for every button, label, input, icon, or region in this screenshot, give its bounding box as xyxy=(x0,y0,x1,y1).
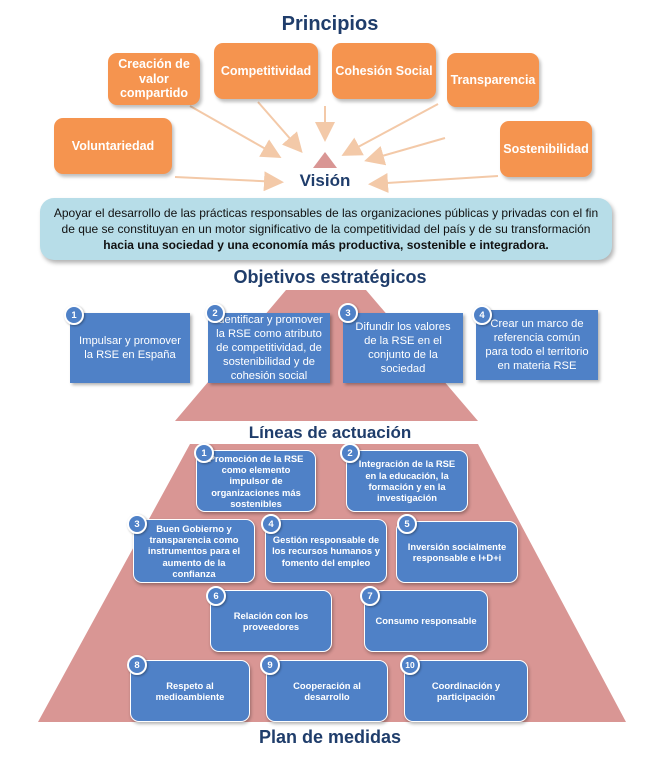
line-3-text: Buen Gobierno y transparencia como instr… xyxy=(147,522,241,579)
line-9-text: Cooperación al desarrollo xyxy=(293,679,361,702)
line-9-number: 9 xyxy=(260,655,280,675)
objective-1-text: Impulsar y promover la RSE en España xyxy=(79,335,181,361)
line-10: Coordinación y participación xyxy=(404,660,528,722)
line-8-text: Respeto al medioambiente xyxy=(155,679,225,702)
objective-3: Difundir los valores de la RSE en el con… xyxy=(343,313,463,383)
heading-plan: Plan de medidas xyxy=(258,727,402,747)
line-3: Buen Gobierno y transparencia como instr… xyxy=(133,519,255,583)
line-1: Promoción de la RSE como elemento impuls… xyxy=(196,450,316,512)
objective-2-text: Identificar y promover la RSE como atrib… xyxy=(215,314,323,382)
principle-arrows xyxy=(174,101,499,193)
principle-transparencia: Transparencia xyxy=(447,53,539,107)
objective-1-number: 1 xyxy=(64,305,84,325)
principle-creacion-valor: Creación de valor compartido xyxy=(108,53,200,105)
pyramid-band-lines xyxy=(38,444,626,722)
line-8-number: 8 xyxy=(127,655,147,675)
heading-objetivos: Objetivos estratégicos xyxy=(233,267,427,287)
line-6-text: Relación con los proveedores xyxy=(233,609,309,632)
line-7-number: 7 xyxy=(360,586,380,606)
heading-principios: Principios xyxy=(281,13,379,35)
line-5-number: 5 xyxy=(397,514,417,534)
line-5: Inversión socialmente responsable e I+D+… xyxy=(396,521,518,583)
line-2: Integración de la RSE en la educación, l… xyxy=(346,450,468,512)
vision-box: Apoyar el desarrollo de las prácticas re… xyxy=(40,198,612,260)
line-3-number: 3 xyxy=(127,514,147,534)
principle-competitividad: Competitividad xyxy=(214,43,318,99)
line-6: Relación con los proveedores xyxy=(210,590,332,652)
line-7-text: Consumo responsable xyxy=(375,615,477,627)
line-5-text: Inversión socialmente responsable e I+D+… xyxy=(407,540,507,563)
objective-4: Crear un marco de referencia común para … xyxy=(476,310,598,380)
line-8: Respeto al medioambiente xyxy=(130,660,250,722)
line-6-number: 6 xyxy=(206,586,226,606)
line-1-number: 1 xyxy=(194,443,214,463)
line-4-text: Gestión responsable de los recursos huma… xyxy=(272,534,380,568)
objective-1: Impulsar y promover la RSE en España xyxy=(70,313,190,383)
line-4-number: 4 xyxy=(261,514,281,534)
line-1-text: Promoción de la RSE como elemento impuls… xyxy=(208,452,304,509)
objective-3-text: Difundir los valores de la RSE en el con… xyxy=(355,321,451,375)
heading-lineas: Líneas de actuación xyxy=(248,423,412,442)
line-2-number: 2 xyxy=(340,443,360,463)
line-9: Cooperación al desarrollo xyxy=(266,660,388,722)
objective-3-number: 3 xyxy=(338,303,358,323)
principle-sostenibilidad: Sostenibilidad xyxy=(500,121,592,177)
objective-2-number: 2 xyxy=(205,303,225,323)
vision-text-normal: Apoyar el desarrollo de las prácticas re… xyxy=(53,206,599,236)
objective-2: Identificar y promover la RSE como atrib… xyxy=(208,313,330,383)
line-2-text: Integración de la RSE en la educación, l… xyxy=(358,458,456,504)
line-7: Consumo responsable xyxy=(364,590,488,652)
pyramid-tip xyxy=(313,152,337,168)
line-10-number: 10 xyxy=(400,655,420,675)
objective-4-number: 4 xyxy=(472,305,492,325)
line-10-text: Coordinación y participación xyxy=(431,679,501,702)
vision-text: Apoyar el desarrollo de las prácticas re… xyxy=(48,205,604,253)
line-4: Gestión responsable de los recursos huma… xyxy=(265,519,387,583)
heading-vision: Visión xyxy=(299,171,351,190)
principle-cohesion-social: Cohesión Social xyxy=(332,43,436,99)
principle-voluntariedad: Voluntariedad xyxy=(54,118,172,174)
vision-text-bold: hacia una sociedad y una economía más pr… xyxy=(103,238,549,252)
objective-4-text: Crear un marco de referencia común para … xyxy=(485,318,589,372)
